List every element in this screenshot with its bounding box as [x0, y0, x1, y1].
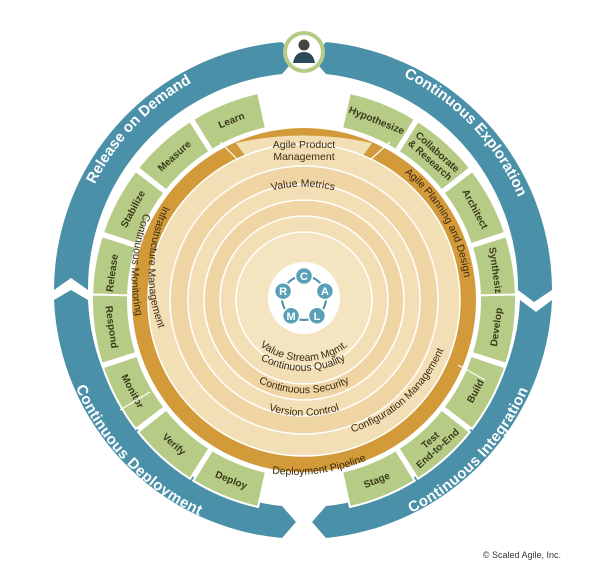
stage-box-hypothesize — [340, 91, 417, 152]
stage-box-learn — [191, 91, 268, 152]
core-node-a — [315, 281, 335, 301]
customer-icon — [283, 31, 325, 73]
core-letter-l: L — [314, 311, 321, 323]
stage-box-stage — [340, 448, 417, 509]
stage-box-monitor — [101, 354, 166, 431]
copyright: © Scaled Agile, Inc. — [482, 550, 561, 560]
stage-box-verify — [136, 408, 211, 481]
stage-box-respond — [91, 293, 138, 366]
core-letter-m: M — [286, 311, 295, 323]
ring-continuous-deployment — [54, 290, 296, 538]
divider — [119, 391, 151, 411]
stage-ring: LearnMeasureStabilizeReleaseHypothesizeC… — [91, 91, 517, 509]
ring-continuous-integration — [312, 300, 552, 538]
divider — [219, 141, 239, 161]
stage-box-measure — [136, 119, 211, 192]
calmr-core: C A L M R — [268, 262, 340, 334]
core-node-m — [281, 306, 301, 326]
stage-label-release: Release — [105, 253, 121, 292]
core-node-c — [294, 266, 314, 286]
core-letter-c: C — [300, 271, 308, 283]
core-node-r — [273, 281, 293, 301]
core-letter-r: R — [279, 286, 287, 298]
stage-label-develop: Develop — [489, 307, 505, 347]
divider — [369, 141, 391, 161]
label-value-metrics: Value Metrics — [270, 178, 336, 194]
ring-continuous-exploration — [312, 42, 552, 302]
stage-box-architect — [442, 169, 507, 246]
stage-box-collaborate — [397, 119, 472, 192]
label-version-control: Version Control — [268, 402, 341, 419]
svg-text:Version Control: Version Control — [268, 402, 341, 419]
ring-release-on-demand — [54, 42, 296, 290]
label-agile-product-1: Agile Product — [273, 139, 336, 151]
core-letter-a: A — [321, 286, 329, 298]
stage-box-test — [397, 408, 472, 481]
divider — [457, 364, 486, 381]
svg-text:Value Metrics: Value Metrics — [270, 178, 336, 194]
stage-box-stabilize — [101, 169, 166, 246]
label-agile-product-2: Management — [273, 151, 334, 163]
stage-box-deploy — [191, 448, 268, 509]
core-node-l — [307, 306, 327, 326]
stage-box-build — [442, 354, 507, 431]
stage-box-develop — [470, 293, 517, 366]
